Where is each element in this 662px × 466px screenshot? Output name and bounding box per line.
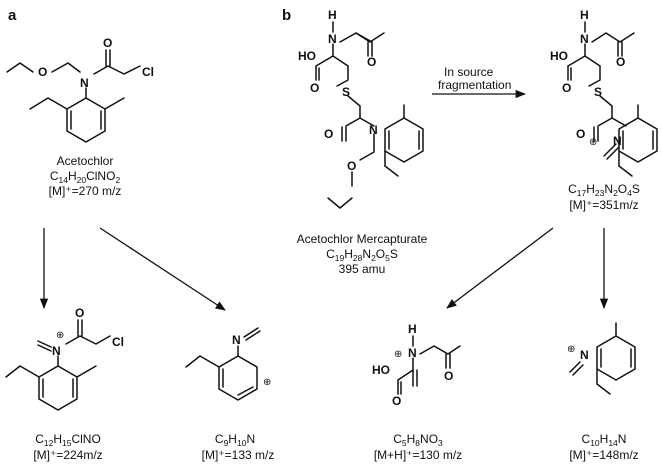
atom-o-acid-fragment-130: O [392,394,401,408]
mercapturate-name: Acetochlor Mercapturate [297,232,428,246]
arrow-label-line2: fragmentation [438,78,511,92]
mercapturate-structure [315,21,424,209]
charge-plus-fragment-130: ⊕ [394,349,402,360]
arrow-label-line1: In source [444,65,494,79]
arrow-351-to-fragment-130 [446,227,554,309]
atom-o-acid-mercapturate: O [310,81,319,95]
atom-ho-fragment-130: HO [372,363,390,377]
atom-o-acetyl-mercapturate: O [367,55,376,69]
fragment-224-structure [5,319,111,411]
charge-plus-fragment-148: ⊕ [567,344,575,355]
atom-h-fragment-130: H [408,322,417,336]
panel-label-a: a [8,7,17,24]
atom-o-acid-fragment-351: O [562,81,571,95]
acetochlor-formula: C14H20ClNO2 [50,169,121,185]
atom-n-amide-mercapturate: N [369,123,378,137]
atom-n-mercapturate: N [328,32,337,46]
acetochlor-mass: [M]⁺=270 m/z [49,184,122,198]
fragment-351-mass: [M]⁺=351m/z [569,198,638,212]
atom-s-mercapturate: S [342,85,350,99]
fragment-130-structure [397,335,461,395]
atom-ho-mercapturate: HO [298,49,316,63]
atom-cl-acetochlor: Cl [142,65,154,79]
fragment-224-mass: [M]⁺=224m/z [33,448,102,462]
atom-ho-fragment-351: HO [550,49,568,63]
fragment-351-structure [567,21,658,177]
atom-n-fragment-133: N [232,333,241,347]
panel-label-b: b [282,7,291,24]
atom-h-fragment-351: H [580,8,589,22]
fragment-133-formula: C9H10N [215,432,255,448]
atom-o-carbonyl-acetochlor: O [103,36,112,50]
atom-o-ether-mercapturate: O [347,159,356,173]
fragment-148-formula: C10H14N [582,432,627,448]
atom-n-fragment-351: N [613,134,622,148]
fragment-133-structure [185,327,261,401]
atom-n-fragment-130: N [408,346,417,360]
atom-n-acetochlor: N [80,76,89,90]
atom-o-acetyl-fragment-351: O [616,55,625,69]
arrow-acetochlor-to-fragment-133 [99,227,226,311]
charge-plus-fragment-224: ⊕ [56,330,64,341]
atom-o-acetyl-fragment-130: O [444,369,453,383]
mercapturate-formula: C19H28N2O5S [326,247,398,263]
fragment-130-mass: [M+H]⁺=130 m/z [374,448,462,462]
fragment-224-formula: C12H15ClNO [35,432,101,448]
atom-n-fragment-351: N [580,32,589,46]
atom-n-fragment-148: N [580,348,589,362]
fragment-133-mass: [M]⁺=133 m/z [202,448,275,462]
fragment-148-structure [569,322,636,395]
atom-o-ether-acetochlor: O [38,65,47,79]
atom-s-fragment-351: S [594,85,602,99]
atom-o-amide-fragment-351: O [576,127,585,141]
fragment-351-formula: C17H23N2O4S [568,182,640,198]
atom-n-fragment-224: N [52,344,61,358]
mercapturate-mass: 395 amu [339,262,386,276]
fragment-130-formula: C5H8NO3 [393,432,443,448]
charge-plus-fragment-133: ⊕ [263,377,271,388]
acetochlor-structure [6,49,141,143]
atom-cl-fragment-224: Cl [112,335,124,349]
atom-o-amide-mercapturate: O [324,127,333,141]
atom-h-mercapturate: H [328,8,337,22]
charge-plus-fragment-351: ⊕ [589,137,597,148]
atom-o-fragment-224: O [75,306,84,320]
fragment-148-mass: [M]⁺=148m/z [569,448,638,462]
acetochlor-name: Acetochlor [57,154,114,168]
